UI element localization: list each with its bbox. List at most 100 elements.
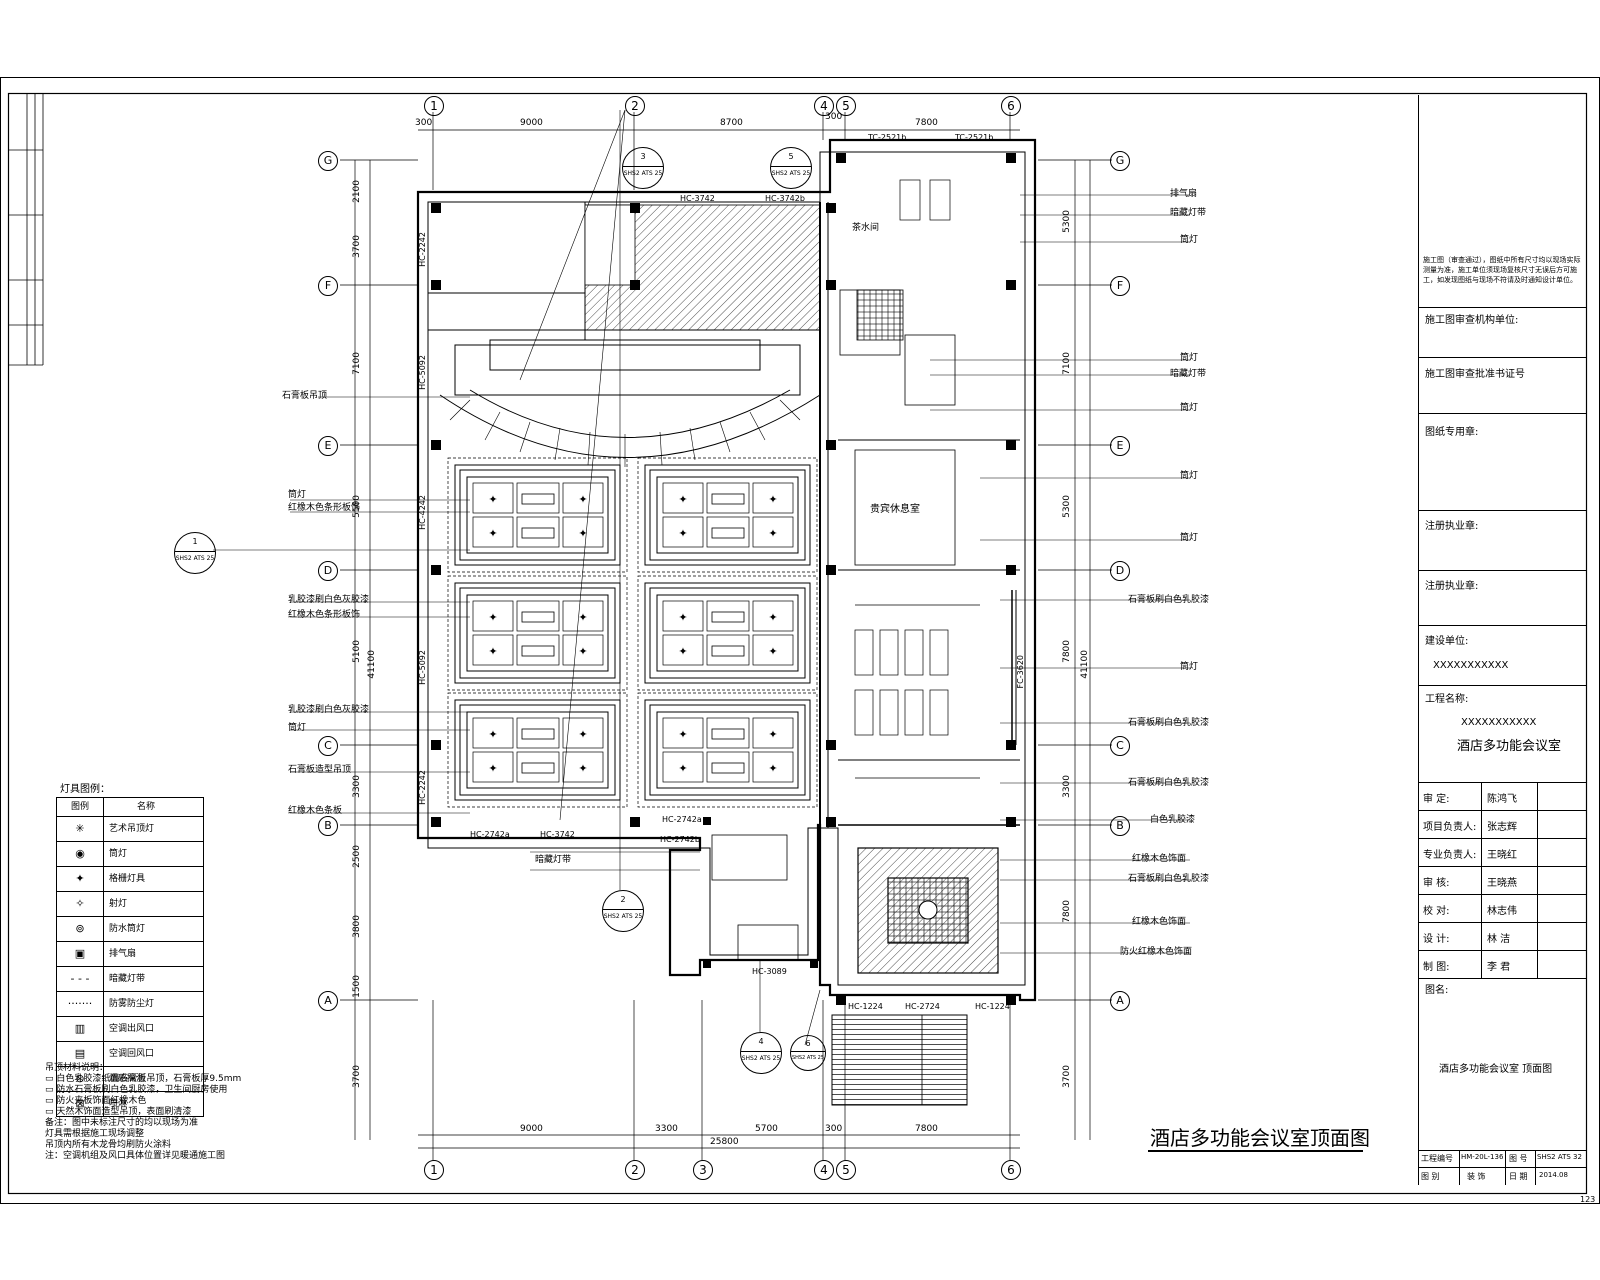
left-annotation: 石膏板造型吊顶 <box>288 765 352 775</box>
window-tag: HC-2242 <box>418 232 427 267</box>
axis-bubble-right-B: B <box>1110 816 1130 836</box>
detail-callout-1[interactable]: 1 SHS2 ATS 25 <box>174 532 216 574</box>
window-tag: FC-3620 <box>1016 655 1025 689</box>
legend-item: ✦ 格栅灯具 <box>57 866 203 891</box>
legend-item-name: 防水筒灯 <box>109 924 146 934</box>
dim-right-1: 7100 <box>1062 352 1072 375</box>
note-item: ▭ 天然木饰面造型吊顶，表面刷清漆 <box>45 1107 192 1117</box>
dim-left-5: 3300 <box>352 775 362 798</box>
left-annotation: 筒灯 <box>288 723 307 733</box>
detail-callout-3[interactable]: 3 SHS2 ATS 25 <box>622 147 664 189</box>
ceiling-coffers <box>447 457 818 808</box>
review-cert-label: 施工图审查批准书证号 <box>1425 369 1525 380</box>
legend-title: 灯具图例： <box>60 784 110 795</box>
staff-row: 审 核:王晓燕 <box>1419 866 1587 895</box>
ceiling-material-notes: 吊顶材料说明： ▭ 白色乳胶漆纸面石膏板吊顶，石膏板厚9.5mm ▭ 防水石膏板… <box>45 1063 335 1162</box>
svg-text:✦: ✦ <box>488 762 497 775</box>
callout-ref: SHS2 ATS 25 <box>603 913 643 920</box>
axis-bubble-right-F: F <box>1110 276 1130 296</box>
type-value: 装 饰 <box>1467 1172 1486 1181</box>
window-tag: HC-3742b <box>765 194 805 203</box>
legend-symbol-icon: ▣ <box>57 942 104 966</box>
detail-callout-4[interactable]: 4 SHS2 ATS 25 <box>740 1032 782 1074</box>
dim-right-2: 5300 <box>1062 495 1072 518</box>
dim-right-5: 7800 <box>1062 900 1072 923</box>
window-tag: HC-2242 <box>418 770 427 805</box>
axis-bubble-right-A: A <box>1110 991 1130 1011</box>
staff-table: 审 定:陈鸿飞 项目负责人:张志辉 专业负责人:王晓红 审 核:王晓燕 校 对:… <box>1419 782 1587 979</box>
axis-bubble-right-C: C <box>1110 736 1130 756</box>
detail-callout-6[interactable]: 6 SHS2 ATS 25 <box>790 1035 826 1071</box>
right-annotation: 暗藏灯带 <box>1170 369 1207 379</box>
axis-bubble-bottom-4: 4 <box>814 1160 834 1180</box>
legend-item: ⊠喷淋 <box>57 1091 203 1116</box>
tb-divider <box>1419 570 1587 571</box>
structural-columns <box>431 153 1016 1005</box>
staff-row: 项目负责人:张志辉 <box>1419 810 1587 839</box>
legend-item-name: 射灯 <box>109 899 128 909</box>
left-annotation: 红橡木色条形板饰 <box>288 610 361 620</box>
right-annotation: 排气扇 <box>1170 189 1198 199</box>
type-label: 图 别 <box>1421 1172 1440 1181</box>
svg-text:✦: ✦ <box>488 611 497 624</box>
right-annotation: 石膏板刷白色乳胶漆 <box>1128 778 1210 788</box>
right-annotation: 红橡木色饰面 <box>1132 917 1187 927</box>
dim-top-4: 7800 <box>915 118 938 128</box>
leader-lines <box>213 109 1190 1046</box>
window-tag: TC-2521b <box>868 133 907 142</box>
axis-bubble-left-B: B <box>318 816 338 836</box>
sheet-label: 图 号 <box>1509 1154 1528 1163</box>
tb-divider <box>1419 685 1587 686</box>
detail-callout-2[interactable]: 2 SHS2 ATS 25 <box>602 890 644 932</box>
axis-bubble-left-C: C <box>318 736 338 756</box>
axis-bubble-left-F: F <box>318 276 338 296</box>
legend-item-name: 格栅灯具 <box>109 874 146 884</box>
right-annotation: 石膏板刷白色乳胶漆 <box>1128 718 1210 728</box>
note-item: ▭ 防火夹板饰面红橡木色 <box>45 1096 147 1106</box>
window-tag: TC-2521b <box>955 133 994 142</box>
window-tag: HC-3742 <box>540 830 575 839</box>
svg-text:✦: ✦ <box>578 762 587 775</box>
svg-text:✦: ✦ <box>578 645 587 658</box>
legend-item-name: 筒灯 <box>109 849 128 859</box>
curved-ceiling-band <box>439 339 821 458</box>
tb-divider <box>1419 307 1587 308</box>
window-tag: HC-4242 <box>418 495 427 530</box>
svg-text:✦: ✦ <box>678 527 687 540</box>
axis-bubble-left-G: G <box>318 151 338 171</box>
legend-symbol-icon: ✦ <box>57 867 104 891</box>
note-remark: 吊顶内所有木龙骨均刷防火涂料 <box>45 1140 172 1150</box>
left-annotation: 乳胶漆刷白色灰胶漆 <box>288 595 370 605</box>
room-label-tea: 茶水间 <box>852 223 880 233</box>
staff-row: 专业负责人:王晓红 <box>1419 838 1587 867</box>
approval-note: 施工图（审查通过），图纸中所有尺寸均以现场实际测量为准，施工单位须现场复核尺寸无… <box>1423 256 1581 284</box>
left-annotation: 红橡木色条形板饰 <box>288 503 361 513</box>
window-tag: HC-5092 <box>418 650 427 685</box>
callout-number: 1 <box>175 533 215 552</box>
right-annotation: 筒灯 <box>1180 533 1199 543</box>
legend-item: ⊚防水筒灯 <box>57 916 203 941</box>
right-annotation: 筒灯 <box>1180 353 1199 363</box>
svg-text:✦: ✦ <box>488 728 497 741</box>
legend-symbol-icon: ▥ <box>57 1017 104 1041</box>
axis-bubble-bottom-2: 2 <box>625 1160 645 1180</box>
detail-callout-5[interactable]: 5 SHS2 ATS 25 <box>770 147 812 189</box>
dim-right-6: 3700 <box>1062 1065 1072 1088</box>
reg-eng-label: 注册执业章: <box>1425 581 1479 592</box>
window-tag: HC-2742a <box>662 815 702 824</box>
note-item: ▭ 白色乳胶漆纸面石膏板吊顶，石膏板厚9.5mm <box>45 1074 242 1084</box>
axis-bubble-right-E: E <box>1110 436 1130 456</box>
svg-text:✦: ✦ <box>678 611 687 624</box>
legend-item: ▤空调回风口 <box>57 1041 203 1066</box>
drawing-name-value: 酒店多功能会议室 顶面图 <box>1439 1064 1553 1075</box>
notes-title: 吊顶材料说明： <box>45 1063 109 1073</box>
dim-left-7: 3800 <box>352 915 362 938</box>
legend-symbol-icon: ⊠ <box>57 1092 104 1116</box>
right-annotation: 石膏板刷白色乳胶漆 <box>1128 874 1210 884</box>
axis-bubble-bottom-6: 6 <box>1001 1160 1021 1180</box>
window-tag: HC-3089 <box>752 967 787 976</box>
callout-number: 4 <box>741 1033 781 1052</box>
note-remark: 注：空调机组及风口具体位置详见暖通施工图 <box>45 1151 226 1161</box>
svg-text:✦: ✦ <box>768 645 777 658</box>
